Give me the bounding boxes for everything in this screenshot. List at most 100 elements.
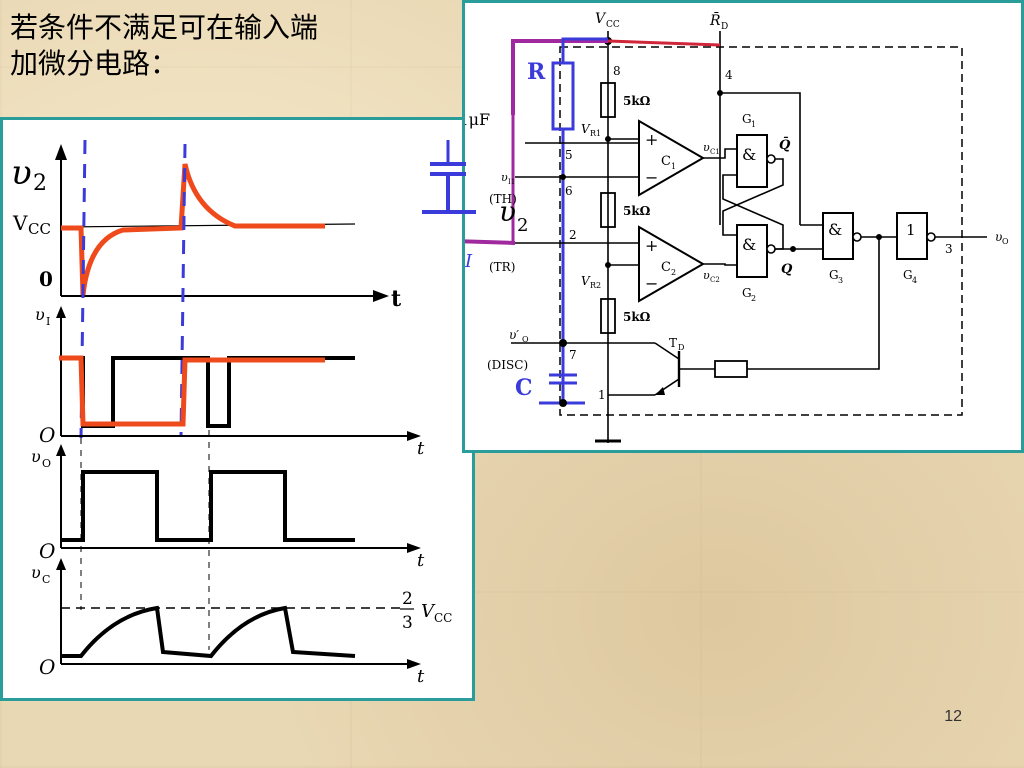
r-label: R — [527, 59, 546, 85]
td-label: T — [669, 336, 677, 350]
g2-sub: 2 — [751, 294, 756, 303]
vi-circuit-sub: I — [465, 251, 473, 272]
page-number: 12 — [944, 708, 962, 725]
v2-symbol: υ — [11, 153, 32, 193]
th-label: (TH) — [489, 192, 517, 206]
divider-resistor-3 — [600, 298, 616, 334]
v2-circuit-sub: 2 — [517, 215, 528, 236]
vcc-label: V — [595, 11, 607, 27]
vi-waveform-group: υ I O t — [35, 305, 425, 459]
vr2-label: V — [581, 274, 591, 288]
vi1-label: υ — [501, 171, 508, 184]
vc-subscript: C — [42, 573, 50, 586]
g1-amp: & — [742, 145, 756, 164]
cap-value-label: 0.01μF — [465, 110, 490, 129]
r2-label: 5kΩ — [623, 204, 651, 218]
v2-trace — [61, 163, 325, 296]
rd-label: R̄ — [709, 11, 721, 29]
waveform-panel: υ 2 V CC 0 t υ I O t — [0, 117, 475, 701]
vi-label: υ — [35, 305, 45, 324]
c-label: C — [515, 375, 533, 401]
v2-y-arrow — [55, 144, 67, 160]
vc2-label: υ — [703, 269, 710, 282]
c1-to-g1-wire — [703, 148, 737, 159]
td-sub: D — [678, 343, 684, 352]
waveform-diagram: υ 2 V CC 0 t υ I O t — [11, 139, 452, 687]
vo-y-arrow — [56, 444, 66, 456]
vi-black-trace — [61, 356, 355, 428]
g2-label: G — [742, 286, 752, 300]
tr-label: (TR) — [489, 260, 515, 274]
vo-label: υ — [31, 447, 41, 466]
gate-g3 — [822, 212, 854, 260]
emitter-arrow — [655, 387, 665, 395]
pin-5: 5 — [565, 148, 573, 162]
vi-red-trace — [59, 355, 325, 427]
circuit-schematic: V CC 8 R̄ D 4 R 5kΩ 5kΩ 5kΩ V R1 V — [433, 11, 1009, 443]
blue-timing-wire-top — [561, 37, 608, 63]
gate-g1 — [736, 134, 768, 188]
purple-input-wire — [454, 239, 516, 245]
vc-y-arrow — [56, 558, 66, 570]
vc1-sub: C1 — [710, 148, 720, 156]
ground-node — [559, 399, 567, 407]
vo-origin-label: O — [39, 539, 55, 563]
pin6-node — [560, 174, 566, 180]
divider-resistor-1 — [600, 82, 616, 118]
g1-label: G — [742, 112, 752, 126]
g4-bubble — [926, 232, 936, 242]
g1-bubble — [766, 154, 776, 164]
g3-label: G — [829, 268, 839, 282]
c1-label: C — [661, 154, 671, 169]
c1-minus: − — [645, 168, 658, 187]
g3-amp: & — [828, 220, 842, 239]
vo-prime-label: υ′ — [509, 328, 519, 342]
pin7-node — [559, 339, 567, 347]
vo-subscript: O — [42, 457, 51, 470]
vo-waveform-group: υ O O t — [31, 444, 425, 571]
q-label: Q — [781, 262, 793, 277]
vi-x-arrow — [407, 431, 421, 441]
g1-sub: 1 — [751, 120, 756, 129]
t-axis-label: t — [391, 286, 402, 312]
vo-output-label: υ — [995, 230, 1002, 244]
fraction-numerator: 2 — [402, 589, 413, 609]
circuit-panel: V CC 8 R̄ D 4 R 5kΩ 5kΩ 5kΩ V R1 V — [433, 0, 1024, 453]
chip-outline — [559, 46, 963, 416]
vc-t-label: t — [417, 666, 425, 687]
g2-bubble — [766, 244, 776, 254]
pin-6: 6 — [565, 184, 573, 198]
vc2-sub: C2 — [710, 276, 720, 284]
reset-to-g3-wire — [720, 92, 801, 225]
v2-circuit-symbol: υ — [499, 195, 516, 228]
c2-plus: + — [645, 236, 658, 255]
pin-2: 2 — [569, 228, 577, 242]
vc-trace — [61, 605, 356, 659]
vr1-sub: R1 — [590, 129, 601, 138]
purple-bias-wire — [511, 39, 608, 115]
g1-to-g2-cross — [722, 158, 784, 236]
title-line-2: 加微分电路： — [10, 47, 179, 80]
v2-waveform-group: υ 2 V CC 0 t — [11, 144, 402, 312]
r3-label: 5kΩ — [623, 310, 651, 324]
vr2-sub: R2 — [590, 281, 601, 290]
c2-sub: 2 — [671, 268, 676, 277]
title-line-1: 若条件不满足可在输入端 — [10, 11, 319, 44]
vo-prime-sub: O — [522, 335, 529, 344]
g2-amp: & — [742, 235, 756, 254]
pin-4: 4 — [725, 68, 733, 82]
zero-label: 0 — [39, 267, 53, 291]
base-resistor — [714, 360, 748, 378]
g4-one: 1 — [906, 221, 916, 239]
vc1-label: υ — [703, 141, 710, 154]
comparator-c1 — [638, 119, 705, 197]
vi-subscript: I — [46, 315, 50, 328]
vcc-label: V — [12, 211, 28, 235]
pin-3: 3 — [945, 242, 953, 256]
vi-t-label: t — [417, 438, 425, 459]
c1-sub: 1 — [671, 162, 676, 171]
c2-to-g2-wire — [703, 263, 737, 266]
vcc-to-rd-wire — [607, 39, 721, 47]
v2-x-arrow — [373, 290, 389, 302]
vo-t-label: t — [417, 550, 425, 571]
